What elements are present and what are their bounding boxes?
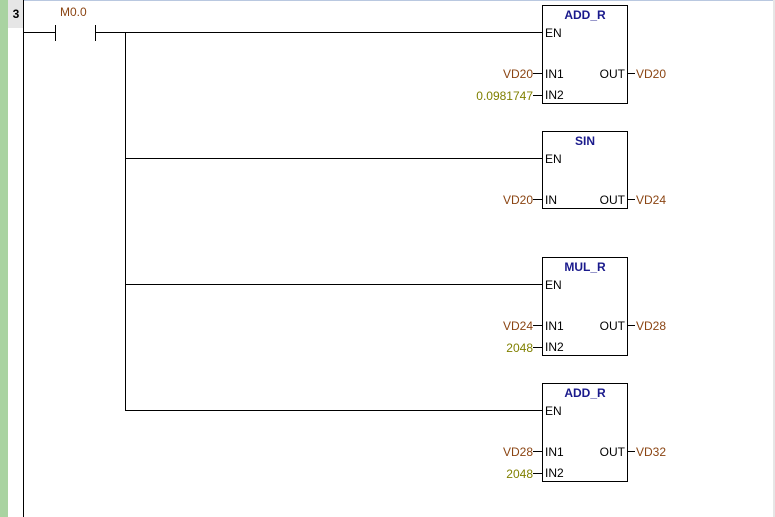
contact-right-bar <box>95 25 96 41</box>
in2-operand[interactable]: 2048 <box>506 467 533 481</box>
in2-wire <box>533 473 542 474</box>
in1-wire <box>533 73 542 74</box>
add-r-block-1[interactable]: ADD_R EN IN1 IN2 OUT <box>542 5 628 104</box>
in1-operand[interactable]: VD20 <box>502 67 533 81</box>
branch-wire-2 <box>125 158 543 159</box>
out-pin: OUT <box>599 193 625 207</box>
branch-wire-4 <box>125 410 543 411</box>
out-wire <box>628 451 635 452</box>
out-wire <box>628 73 635 74</box>
in2-wire <box>533 95 542 96</box>
in2-pin: IN2 <box>545 466 564 480</box>
out-pin: OUT <box>599 445 625 459</box>
in2-operand[interactable]: 0.0981747 <box>476 89 533 103</box>
in2-pin: IN2 <box>545 88 564 102</box>
in-wire <box>533 199 542 200</box>
en-pin: EN <box>545 404 562 418</box>
editor-right-border <box>773 0 775 517</box>
in-pin: IN <box>545 193 557 207</box>
en-pin: EN <box>545 278 562 292</box>
out-wire <box>628 325 635 326</box>
out-operand[interactable]: VD20 <box>636 67 667 81</box>
en-pin: EN <box>545 152 562 166</box>
in1-operand[interactable]: VD28 <box>502 445 533 459</box>
out-operand[interactable]: VD32 <box>636 445 667 459</box>
out-wire <box>628 199 635 200</box>
sin-block[interactable]: SIN EN IN OUT <box>542 131 628 209</box>
block-title: ADD_R <box>564 386 606 400</box>
contact-address: M0.0 <box>60 5 87 19</box>
in1-operand[interactable]: VD24 <box>502 319 533 333</box>
in-operand[interactable]: VD20 <box>502 193 533 207</box>
left-power-rail <box>23 0 24 517</box>
block-title: MUL_R <box>564 260 606 274</box>
network-gutter <box>0 0 8 517</box>
in1-pin: IN1 <box>545 67 564 81</box>
in1-wire <box>533 451 542 452</box>
out-pin: OUT <box>599 67 625 81</box>
branch-wire-3 <box>125 284 543 285</box>
contact-left-bar <box>55 25 56 41</box>
in1-wire <box>533 325 542 326</box>
add-r-block-2[interactable]: ADD_R EN IN1 IN2 OUT <box>542 383 628 482</box>
en-pin: EN <box>545 26 562 40</box>
block-title: ADD_R <box>564 8 606 22</box>
main-wire <box>95 32 543 33</box>
out-pin: OUT <box>599 319 625 333</box>
in2-pin: IN2 <box>545 340 564 354</box>
network-number[interactable]: 3 <box>8 0 24 28</box>
out-operand[interactable]: VD28 <box>636 319 667 333</box>
in1-pin: IN1 <box>545 319 564 333</box>
block-title: SIN <box>574 134 595 148</box>
in2-wire <box>533 347 542 348</box>
in1-pin: IN1 <box>545 445 564 459</box>
mul-r-block[interactable]: MUL_R EN IN1 IN2 OUT <box>542 257 628 356</box>
network-top-border <box>24 0 775 1</box>
in2-operand[interactable]: 2048 <box>506 341 533 355</box>
out-operand[interactable]: VD24 <box>636 193 667 207</box>
rail-to-contact-wire <box>23 32 56 33</box>
branch-vertical-wire <box>125 32 126 410</box>
